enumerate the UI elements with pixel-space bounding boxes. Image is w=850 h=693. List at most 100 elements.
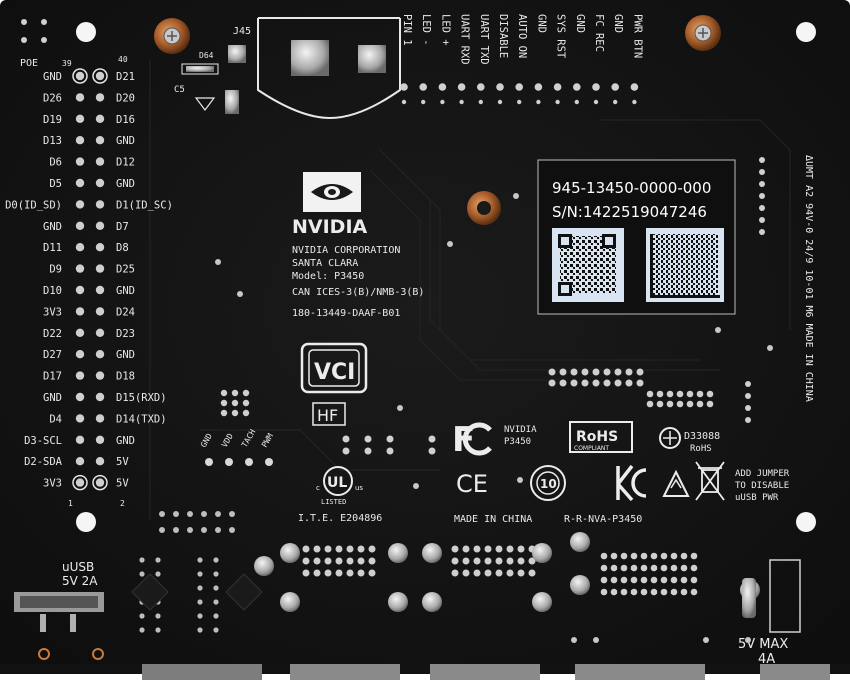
pcb-via: [215, 259, 221, 265]
pcb-pad: [640, 552, 648, 560]
vcci-text: VCI: [314, 360, 355, 385]
gpio-right-labels: D21D20D16GNDD12GNDD1(ID_SC)D7D8D25GNDD24…: [116, 71, 173, 490]
power-label-line2: 4A: [758, 652, 775, 667]
pcb-pad: [600, 588, 608, 596]
pcb-pad: [592, 379, 600, 387]
copper-standoff-left: [154, 18, 190, 54]
gpio-pin: [75, 114, 85, 124]
pcb-pad: [660, 552, 668, 560]
pcb-pad: [357, 557, 365, 565]
d64-label: D64: [199, 51, 214, 60]
pcb-pad: [660, 588, 668, 596]
button-header-label: GND: [574, 14, 586, 33]
pcb-pad: [139, 571, 145, 577]
pcb-pad: [155, 557, 161, 563]
pcb-pad: [346, 557, 354, 565]
gpio-pin: [75, 457, 85, 466]
pcb-pad: [517, 545, 525, 553]
button-header-label: LED +: [439, 14, 451, 46]
pcb-pad: [610, 564, 618, 572]
pcb-pad: [462, 569, 470, 577]
pcb-large-pad: [280, 592, 300, 612]
pcb-pad: [690, 564, 698, 572]
pcb-pad: [495, 557, 503, 565]
gpio-right-label: D25: [116, 264, 135, 276]
d-rohs-text: RoHS: [690, 444, 712, 454]
gpio-header: [72, 68, 108, 491]
pcb-pad: [197, 557, 203, 563]
pcb-pad: [357, 569, 365, 577]
gpio-pin: [75, 200, 85, 209]
gpio-right-label: D24: [116, 306, 135, 318]
pcb-pad: [335, 569, 343, 577]
pcb-pad: [324, 545, 332, 553]
button-header-pin: [438, 83, 447, 91]
pcb-pad: [686, 390, 694, 398]
recycle-10-icon: 10: [530, 465, 566, 501]
pcb-pad: [680, 576, 688, 584]
button-header-label: LED -: [420, 14, 432, 46]
usb-label-line2: 5V 2A: [62, 574, 98, 588]
pcb-pad: [335, 545, 343, 553]
pcb-pad: [559, 368, 567, 376]
pcb-pad: [610, 552, 618, 560]
pcb-large-pad: [388, 592, 408, 612]
button-header-pin: [419, 83, 428, 91]
pcb-via: [397, 405, 403, 411]
button-header-pin: [496, 83, 504, 91]
gpio-pin-ring: [92, 68, 108, 84]
pcb-pad: [197, 585, 203, 591]
pcb-pad: [506, 557, 514, 565]
pcb-pad: [313, 545, 321, 553]
gpio-pin: [75, 71, 85, 81]
pcb-pad: [620, 588, 628, 596]
pcb-pad: [302, 545, 310, 553]
button-header-via: [478, 99, 483, 105]
gpio-left-label: GND: [43, 71, 62, 83]
pcb-pad: [346, 569, 354, 577]
pcb-pad: [640, 576, 648, 584]
button-header-pin: [553, 83, 562, 91]
usb-label-line1: uUSB: [62, 560, 94, 574]
mounting-holes: [76, 22, 816, 532]
button-header-via: [593, 99, 599, 105]
gpio-right-label: GND: [116, 285, 135, 297]
gpio-pin: [95, 435, 105, 444]
pcb-pad: [197, 613, 203, 619]
pcb-pad: [484, 557, 492, 565]
pcb-pad: [364, 435, 372, 443]
pcb-pad: [159, 511, 165, 517]
pcb-pad: [357, 545, 365, 553]
model-text: Model: P3450: [292, 271, 364, 282]
gpio-right-label: D12: [116, 157, 135, 169]
button-header-via: [440, 99, 445, 105]
button-header-label: GND: [535, 14, 547, 33]
pcb-pad: [231, 399, 239, 407]
pcb-pad: [570, 368, 578, 376]
gpio-right-label: D21: [116, 71, 135, 83]
pcb-pad: [670, 552, 678, 560]
pcb-pad: [506, 569, 514, 577]
button-header-pin: [573, 83, 581, 91]
gpio-pin: [95, 414, 105, 423]
pcb-via: [715, 327, 721, 333]
gpio-pin: [75, 157, 85, 166]
pcb-pad: [745, 405, 751, 411]
gpio-pin: [95, 264, 105, 273]
pcb-via: [517, 477, 523, 483]
pcb-pad: [620, 576, 628, 584]
gpio-right-label: D15(RXD): [116, 392, 167, 404]
gpio-pin: [75, 435, 85, 444]
pcb-pad: [625, 379, 633, 387]
gpio-left-label: 3V3: [43, 306, 62, 318]
pin-40-label: 40: [118, 55, 128, 64]
gpio-right-label: GND: [116, 435, 135, 447]
gpio-pin: [95, 328, 105, 337]
battery-pad-left: [228, 45, 246, 63]
button-header-label: PIN 1: [401, 14, 413, 46]
corporation-text: NVIDIA CORPORATION: [292, 245, 400, 256]
kc-id-text: R-R-NVA-P3450: [564, 514, 642, 525]
pcb-pad: [745, 381, 751, 387]
pcb-pad: [213, 585, 219, 591]
button-header-label: AUTO ON: [516, 14, 528, 58]
